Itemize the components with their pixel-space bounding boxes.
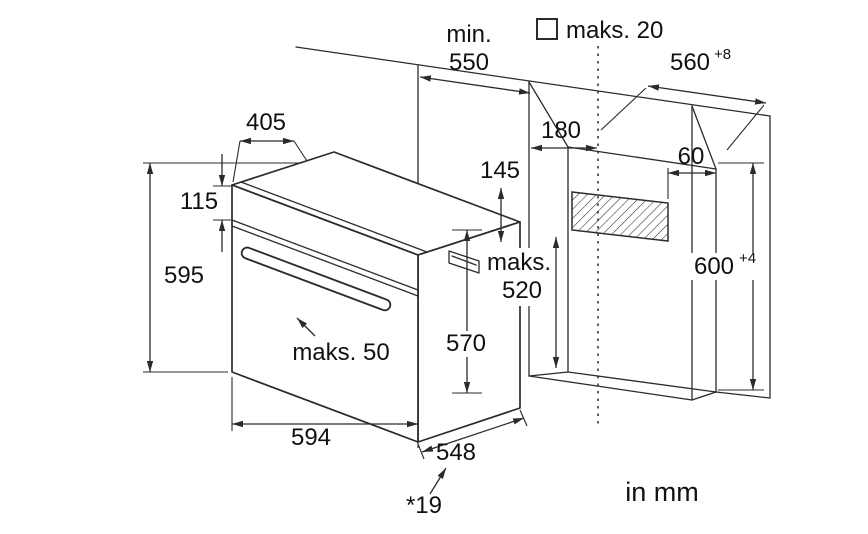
dimension-niche-depth-min-value: 550 [449,49,489,76]
dimension-niche-width-value: 560 [670,49,710,76]
dimension-vent-cutout-height-label: 145 [480,157,520,184]
dimension-oven-width-label: 594 [291,424,331,451]
dimension-vent-center-offset-label: 180 [541,117,581,144]
dimension-niche-width-tolerance: +8 [714,46,731,63]
dimension-inner-depth: 570 [443,229,489,394]
door-handle [240,246,392,312]
dimension-oven-height-label: 595 [164,262,204,289]
dimension-spacer-max-label: maks. 20 [566,17,663,44]
dimension-inner-depth-label: 570 [446,330,486,357]
dimension-oven-width: 594 [231,377,419,451]
vent-cutout-hatch [571,191,669,242]
dimension-vent-center-offset: 180 [531,117,597,152]
control-panel-line-1 [231,219,419,291]
control-panel-line-2 [231,225,419,297]
dimension-niche-height-value: 600 [694,253,734,280]
dimension-recess-depth-max-prefix: maks. [487,249,551,276]
dimension-handle-protrusion: maks. 50 [292,317,390,366]
dimension-niche-height-tolerance: +4 [739,250,756,267]
dimension-control-panel-height: 115 [180,154,231,252]
dimension-handle-protrusion-label: maks. 50 [292,339,389,366]
dimension-spacer-max: maks. 20 [536,17,663,44]
oven-top-trim-line [240,181,428,253]
dimension-recess-depth-max: maks. 520 [486,237,560,368]
dimension-plinth-note-label: *19 [406,492,442,519]
dimension-oven-top-depth: 405 [232,109,308,183]
dimension-oven-depth: 548 [417,409,528,466]
dimension-oven-depth-label: 548 [436,439,476,466]
units-note: in mm [625,477,699,507]
dimension-vent-cutout-height: 145 [480,157,520,242]
oven-drawing [231,151,521,443]
dimension-plinth-note: *19 [406,467,447,519]
dimension-niche-width: 560 +8 [600,46,767,151]
dimension-oven-height: 595 [143,162,302,373]
dimension-niche-depth-min: min. 550 [419,21,531,95]
dimension-oven-top-depth-label: 405 [246,109,286,136]
dimension-niche-depth-min-prefix: min. [446,21,491,48]
dimension-control-panel-height-label: 115 [180,188,218,215]
dimension-recess-depth-max-value: 520 [502,277,542,304]
dimension-vent-side-gap-label: 60 [678,143,705,170]
dimension-vent-side-gap: 60 [667,143,716,199]
spacer-square-icon [536,18,558,40]
dimension-niche-height: 600 +4 [688,162,764,391]
